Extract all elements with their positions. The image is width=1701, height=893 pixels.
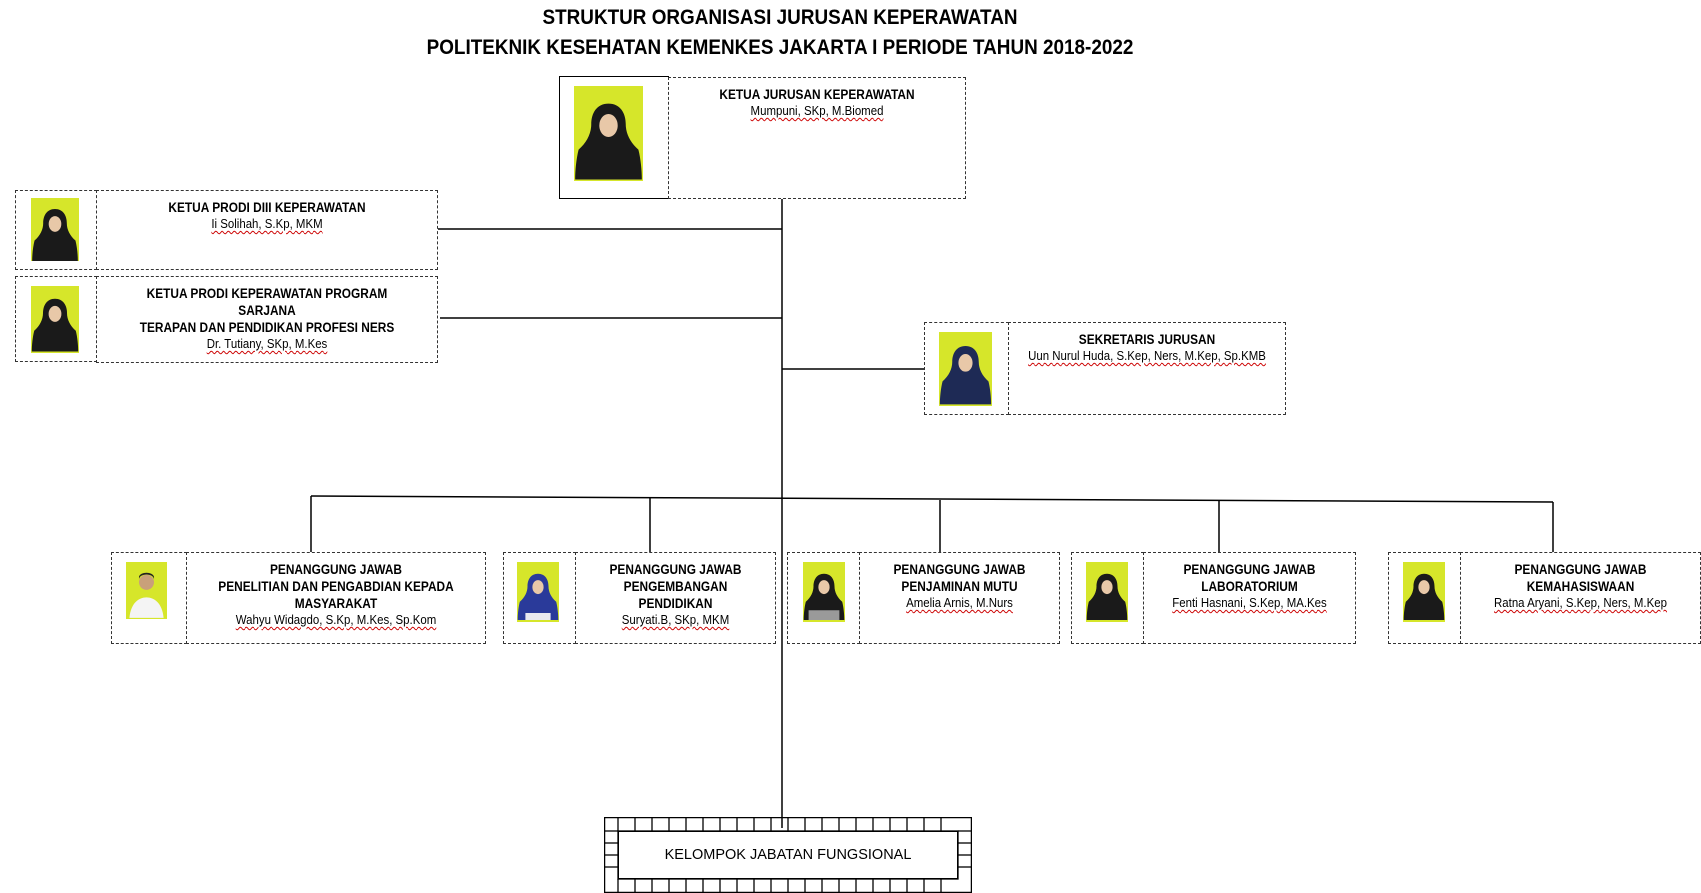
person-hijab-icon (575, 103, 642, 180)
pj2-photo (517, 562, 559, 622)
person-male-icon (129, 572, 164, 618)
pj4-role-line1: PENANGGUNG JAWAB (1183, 562, 1316, 577)
pj4-text-cell: PENANGGUNG JAWAB LABORATORIUM Fenti Hasn… (1143, 552, 1356, 644)
person-hijab-blue-icon (517, 573, 559, 620)
ketua-role: KETUA JURUSAN KEPERAWATAN (719, 87, 915, 102)
pj3-photo (803, 562, 845, 622)
prodi-sarjana-role-line1: KETUA PRODI KEPERAWATAN PROGRAM SARJANA (146, 286, 388, 318)
pj3-name: Amelia Arnis, M.Nurs (906, 595, 1013, 610)
pj5-photo-cell (1388, 552, 1461, 644)
pj2-text-cell: PENANGGUNG JAWAB PENGEMBANGAN PENDIDIKAN… (575, 552, 776, 644)
pj2-photo-cell (503, 552, 576, 644)
prodi-diii-role: KETUA PRODI DIII KEPERAWATAN (168, 200, 366, 215)
person-hijab-icon (1086, 573, 1128, 620)
sekretaris-role: SEKRETARIS JURUSAN (1078, 332, 1216, 347)
fungsional-box: KELOMPOK JABATAN FUNGSIONAL (604, 817, 972, 893)
pj4-name: Fenti Hasnani, S.Kep, MA.Kes (1172, 595, 1327, 610)
pj1-name: Wahyu Widagdo, S.Kp, M.Kes, Sp.Kom (235, 612, 437, 627)
pj1-role-line1: PENANGGUNG JAWAB (269, 562, 403, 577)
pj5-photo (1403, 562, 1445, 622)
pj1-photo (126, 562, 167, 619)
pj3-role-line1: PENANGGUNG JAWAB (893, 562, 1026, 577)
prodi-sarjana-photo (31, 286, 79, 353)
ketua-name: Mumpuni, SKp, M.Biomed (750, 103, 884, 118)
person-hijab-icon (803, 573, 845, 620)
person-hijab-icon (32, 209, 78, 261)
person-hijab-icon (31, 298, 79, 352)
prodi-diii-photo (31, 198, 79, 261)
prodi-diii-photo-cell (15, 190, 97, 270)
prodi-diii-text-cell: KETUA PRODI DIII KEPERAWATAN Ii Solihah,… (96, 190, 438, 270)
prodi-sarjana-photo-cell (15, 276, 97, 362)
pj1-role-line3: MASYARAKAT (294, 596, 378, 611)
pj2-role-line1: PENANGGUNG JAWAB (609, 562, 742, 577)
prodi-sarjana-name: Dr. Tutiany, SKp, M.Kes (206, 336, 328, 351)
pj1-photo-cell (111, 552, 187, 644)
pj2-name: Suryati.B, SKp, MKM (621, 612, 730, 627)
horizontal-pj-bus (310, 495, 1554, 503)
sekretaris-photo (939, 332, 992, 406)
pj2-role-line2: PENGEMBANGAN (623, 579, 728, 594)
pj4-role-line2: LABORATORIUM (1201, 579, 1298, 594)
prodi-sarjana-role-line2: TERAPAN DAN PENDIDIKAN PROFESI NERS (139, 320, 395, 335)
pj1-text-cell: PENANGGUNG JAWAB PENELITIAN DAN PENGABDI… (186, 552, 486, 644)
pj4-photo (1086, 562, 1128, 622)
pj1-role-line2: PENELITIAN DAN PENGABDIAN KEPADA (218, 579, 454, 594)
fungsional-label: KELOMPOK JABATAN FUNGSIONAL (618, 831, 958, 879)
prodi-sarjana-text-cell: KETUA PRODI KEPERAWATAN PROGRAM SARJANA … (96, 276, 438, 363)
pj5-text-cell: PENANGGUNG JAWAB KEMAHASISWAAN Ratna Ary… (1460, 552, 1701, 644)
ketua-photo-cell (559, 76, 669, 199)
sekretaris-name: Uun Nurul Huda, S.Kep, Ners, M.Kep, Sp.K… (1028, 348, 1266, 363)
pj5-role-line2: KEMAHASISWAAN (1526, 579, 1635, 594)
sekretaris-photo-cell (924, 322, 1009, 415)
sekretaris-text-cell: SEKRETARIS JURUSAN Uun Nurul Huda, S.Kep… (1008, 322, 1286, 415)
ketua-text-cell: KETUA JURUSAN KEPERAWATAN Mumpuni, SKp, … (668, 77, 966, 199)
chart-title-line2: POLITEKNIK KESEHATAN KEMENKES JAKARTA I … (426, 36, 1134, 59)
pj4-photo-cell (1071, 552, 1144, 644)
person-hijab-icon (939, 346, 992, 405)
pj5-name: Ratna Aryani, S.Kep, Ners, M.Kep (1494, 595, 1667, 610)
prodi-diii-name: Ii Solihah, S.Kp, MKM (211, 216, 323, 231)
pj5-role-line1: PENANGGUNG JAWAB (1514, 562, 1647, 577)
person-hijab-icon (1403, 573, 1445, 620)
chart-title-line1: STRUKTUR ORGANISASI JURUSAN KEPERAWATAN (542, 6, 1018, 29)
ketua-photo (574, 86, 643, 181)
pj3-photo-cell (787, 552, 860, 644)
pj3-role-line2: PENJAMINAN MUTU (901, 579, 1018, 594)
pj3-text-cell: PENANGGUNG JAWAB PENJAMINAN MUTU Amelia … (859, 552, 1060, 644)
pj2-role-line3: PENDIDIKAN (638, 596, 713, 611)
